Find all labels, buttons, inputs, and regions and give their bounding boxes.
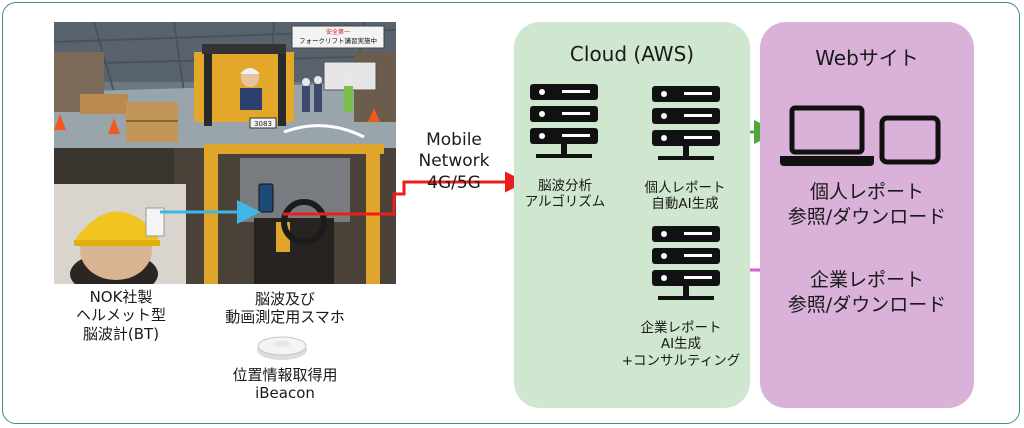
mobile-network-label: Mobile Network 4G/5G bbox=[418, 130, 490, 193]
safety-sign-line2: フォークリフト講習実施中 bbox=[299, 36, 377, 45]
company-report-server-label: 企業レポート AI生成 +コンサルティング bbox=[621, 320, 741, 369]
safety-sign-line1: 安全第一 bbox=[326, 28, 350, 36]
personal-report-web-label: 個人レポート 参照/ダウンロード bbox=[787, 181, 947, 228]
mobile-network-arrow bbox=[283, 171, 526, 216]
laptop-icon bbox=[789, 105, 865, 155]
forklift-scene-image: 安全第一 フォークリフト講習実施中 3083 bbox=[54, 22, 396, 284]
cloud-title: Cloud (AWS) bbox=[569, 42, 695, 66]
analysis-server-label: 脳波分析 アルゴリズム bbox=[524, 178, 606, 211]
helmet-eeg-label: NOK社製 ヘルメット型 脳波計(BT) bbox=[75, 288, 166, 343]
ibeacon-device-image bbox=[255, 335, 309, 361]
personal-report-server-icon bbox=[652, 86, 720, 160]
website-title: Webサイト bbox=[815, 46, 919, 70]
analysis-server-icon bbox=[530, 84, 598, 158]
website-panel: Webサイト bbox=[760, 22, 974, 408]
forklift-plate: 3083 bbox=[254, 120, 272, 128]
company-report-web-label: 企業レポート 参照/ダウンロード bbox=[787, 269, 947, 316]
personal-report-server-label: 個人レポート 自動AI生成 bbox=[644, 180, 726, 213]
smartphone-label: 脳波及び 動画測定用スマホ bbox=[225, 290, 345, 327]
laptop-tablet-icon bbox=[780, 105, 941, 166]
ibeacon-label: 位置情報取得用 iBeacon bbox=[232, 366, 338, 403]
company-report-server-icon bbox=[652, 226, 720, 300]
tablet-icon bbox=[879, 115, 941, 165]
